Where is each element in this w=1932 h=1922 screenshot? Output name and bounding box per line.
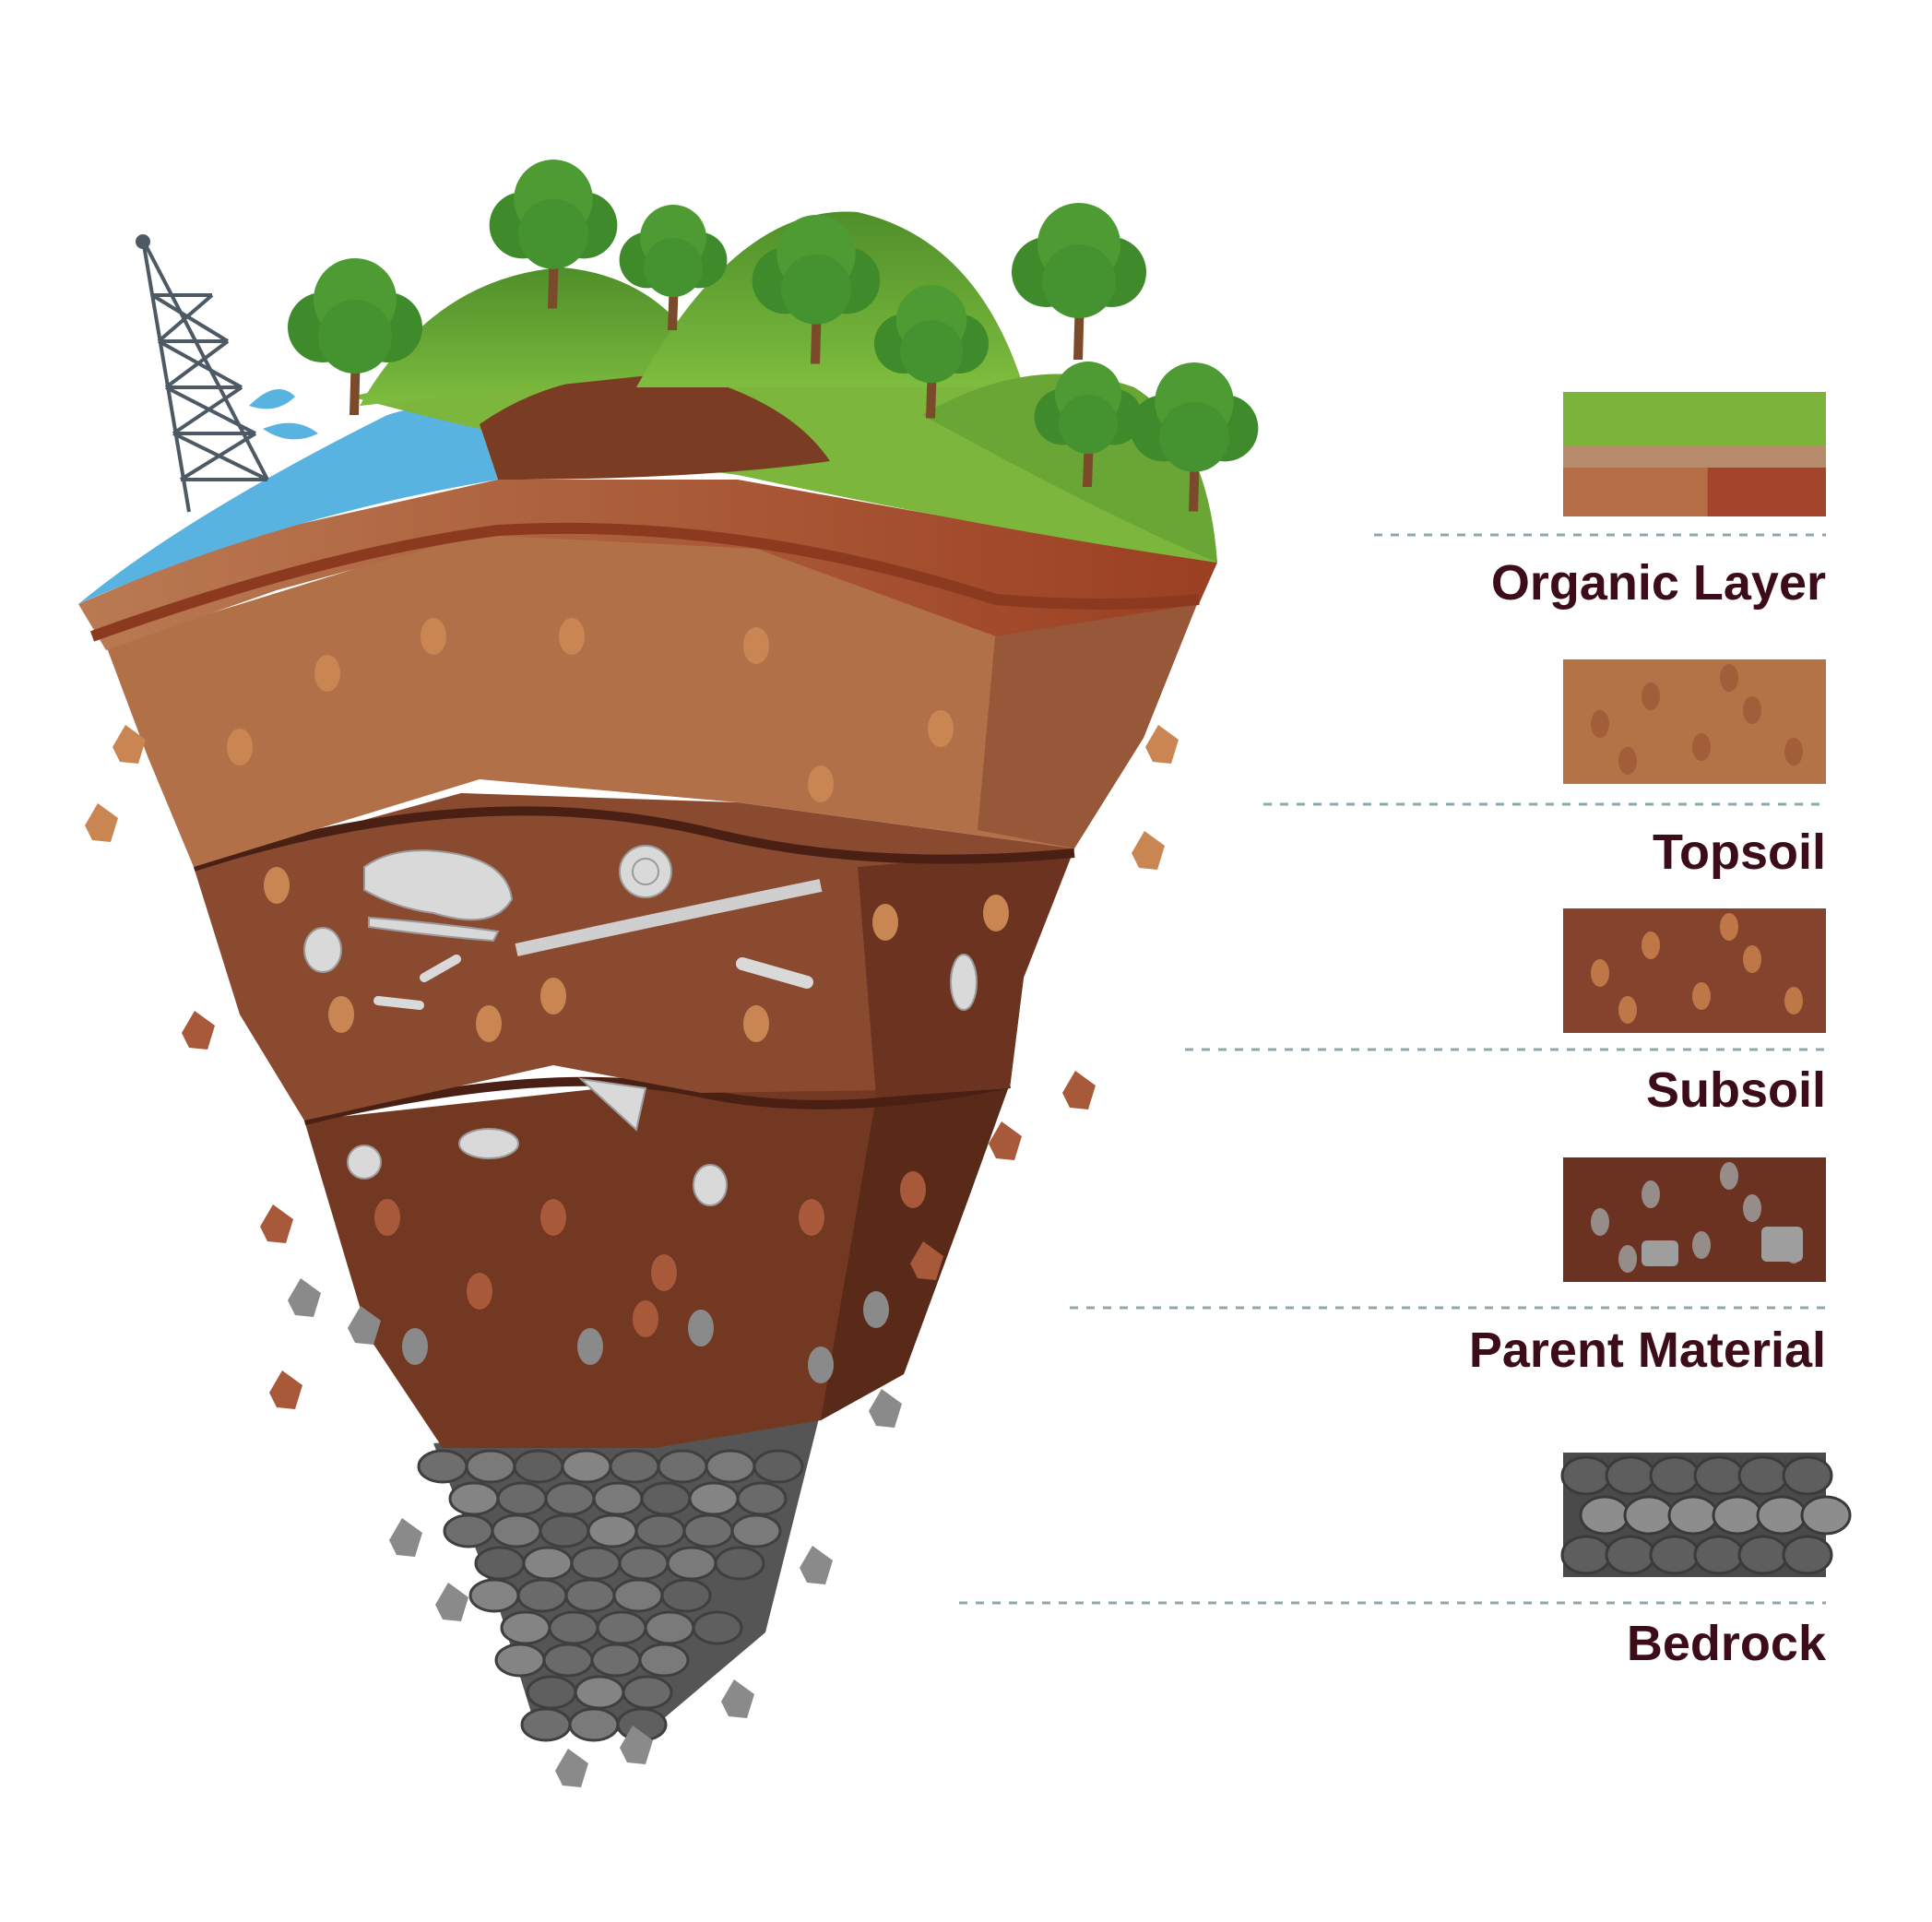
- ammonite-shell-fossil-icon: [619, 845, 672, 898]
- rock-fragment: [800, 1546, 833, 1584]
- organic-layer-label: Organic Layer: [1491, 555, 1826, 611]
- rock-fragment: [989, 1121, 1022, 1160]
- rock-fragment: [269, 1370, 302, 1409]
- organic-layer-swatch: [1563, 392, 1826, 516]
- rock-fragment: [288, 1278, 321, 1317]
- pebble: [983, 895, 1009, 931]
- tree-icon: [1012, 203, 1146, 360]
- rock-fragment: [113, 725, 146, 764]
- pebble: [808, 765, 834, 802]
- bone-fossil-icon: [373, 955, 813, 1010]
- shell-fossil-icon: [458, 1128, 519, 1159]
- pebble: [808, 1347, 834, 1383]
- legend-item-bedrock: Bedrock: [959, 1453, 1852, 1671]
- rock-fragment: [1145, 725, 1179, 764]
- bedrock-stones: [417, 1449, 804, 1742]
- rock-fragment: [389, 1518, 422, 1557]
- water-splash-icon: [249, 389, 318, 440]
- tree-icon: [489, 160, 618, 309]
- pebble: [540, 978, 566, 1014]
- pebble: [559, 618, 585, 655]
- pebble: [227, 729, 253, 765]
- pebble: [421, 618, 446, 655]
- rock-fragment: [85, 803, 118, 842]
- legend-item-parent-material: Parent Material: [1070, 1157, 1826, 1378]
- bedrock-label: Bedrock: [1627, 1616, 1827, 1671]
- pebble: [799, 1199, 824, 1236]
- rock-fragment: [260, 1204, 293, 1243]
- pebble: [476, 1005, 502, 1042]
- pebble: [314, 655, 340, 692]
- tree-icon: [619, 205, 728, 330]
- shell-fossil-icon: [693, 1164, 728, 1206]
- fossils: [303, 845, 978, 1206]
- pebble: [688, 1310, 714, 1347]
- pebble: [651, 1254, 677, 1291]
- rock-fragment: [1062, 1071, 1096, 1109]
- pebble: [577, 1328, 603, 1365]
- rock-fragment: [555, 1749, 588, 1787]
- topsoil-swatch: [1563, 659, 1826, 784]
- oil-derrick-icon: [136, 234, 269, 513]
- rock-fragment: [869, 1389, 902, 1428]
- rock-fragment: [435, 1583, 468, 1621]
- pebble: [264, 867, 290, 904]
- tree-icon: [288, 258, 422, 415]
- shell-fossil-icon: [347, 1145, 382, 1180]
- rock-fragment: [182, 1011, 215, 1050]
- topsoil-label: Topsoil: [1653, 825, 1826, 880]
- tree-icon: [752, 215, 881, 364]
- soil-pebbles: [227, 618, 1009, 1383]
- tree-icon: [873, 285, 990, 419]
- pebble: [900, 1171, 926, 1208]
- pebble: [467, 1273, 492, 1310]
- legend-item-organic-layer: Organic Layer: [1374, 392, 1826, 611]
- rock-fragment: [910, 1241, 943, 1280]
- pebble: [374, 1199, 400, 1236]
- rock-fragment: [620, 1726, 653, 1764]
- rock-fragment: [1132, 831, 1165, 870]
- parent-material-label: Parent Material: [1469, 1323, 1826, 1378]
- pebble: [872, 904, 898, 941]
- shell-fossil-icon: [950, 954, 978, 1011]
- pebble: [402, 1328, 428, 1365]
- pebble: [863, 1291, 889, 1328]
- organic-layer-band: [78, 480, 1217, 650]
- topsoil-layer: [106, 530, 1199, 867]
- rock-fragment: [348, 1306, 381, 1345]
- soil-cutaway-illustration: [78, 160, 1259, 1787]
- subsoil-swatch: [1563, 908, 1826, 1033]
- pebble: [743, 1005, 769, 1042]
- fish-skeleton-fossil-icon: [515, 879, 823, 956]
- bedrock-swatch: [1560, 1453, 1852, 1577]
- legend-item-subsoil: Subsoil: [1185, 908, 1826, 1118]
- pebble: [928, 710, 954, 747]
- dinosaur-skull-fossil-icon: [363, 849, 514, 943]
- floating-rocks: [85, 725, 1179, 1787]
- trees: [288, 160, 1259, 512]
- parent-material-swatch: [1563, 1157, 1826, 1282]
- pebble: [743, 627, 769, 664]
- subsoil-label: Subsoil: [1646, 1062, 1826, 1118]
- pebble: [633, 1300, 658, 1337]
- coral-fossil-icon: [577, 1077, 647, 1132]
- tree-icon: [1130, 362, 1259, 512]
- tree-icon: [1034, 362, 1143, 487]
- pebble: [328, 996, 354, 1033]
- bedrock-layer: [417, 1411, 821, 1742]
- pebble: [540, 1199, 566, 1236]
- shell-fossil-icon: [303, 927, 342, 973]
- rock-fragment: [721, 1679, 754, 1718]
- legend-item-topsoil: Topsoil: [1263, 659, 1826, 880]
